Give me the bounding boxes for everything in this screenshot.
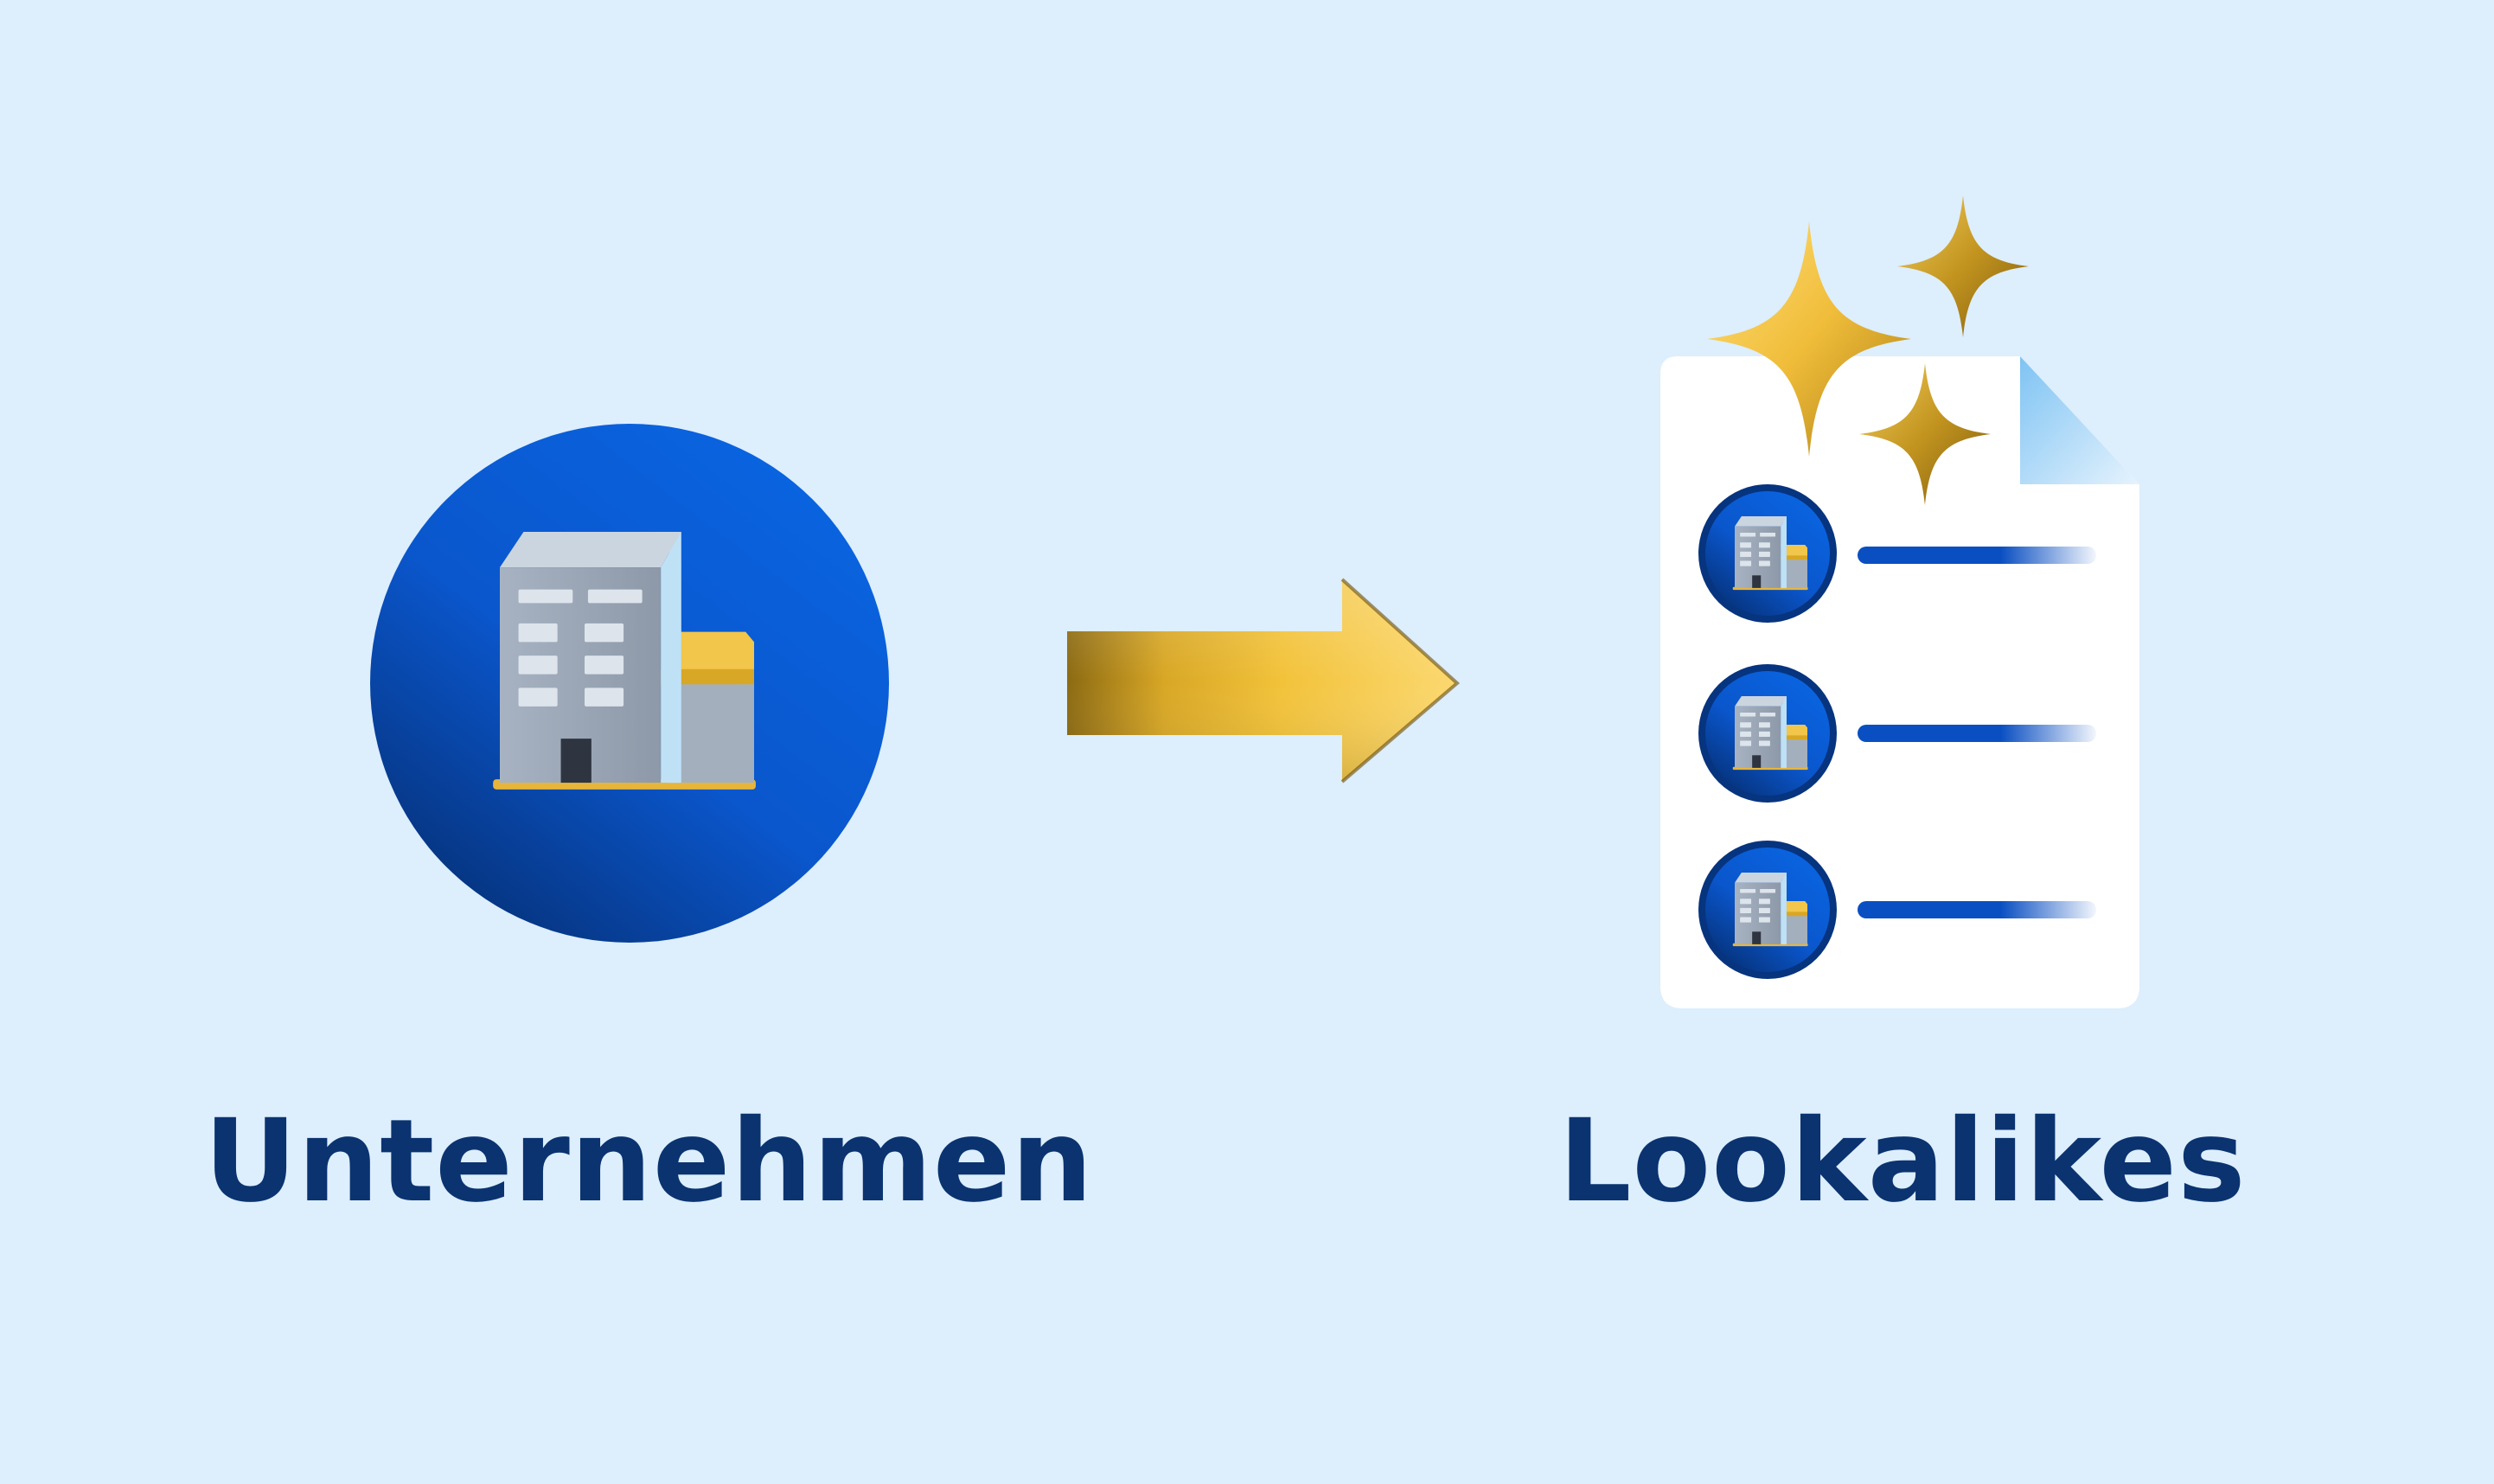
- document-list-icon: [1660, 356, 2139, 1008]
- list-item: [1698, 484, 2096, 623]
- list-item: [1698, 664, 2096, 803]
- result-label: Lookalikes: [1558, 1095, 2247, 1228]
- company-circle: [370, 424, 889, 943]
- arrow-right-icon: [1067, 578, 1461, 784]
- list-item: [1698, 841, 2096, 979]
- sparkle-icon: [1897, 195, 2029, 337]
- source-label: Unternehmen: [204, 1095, 1094, 1228]
